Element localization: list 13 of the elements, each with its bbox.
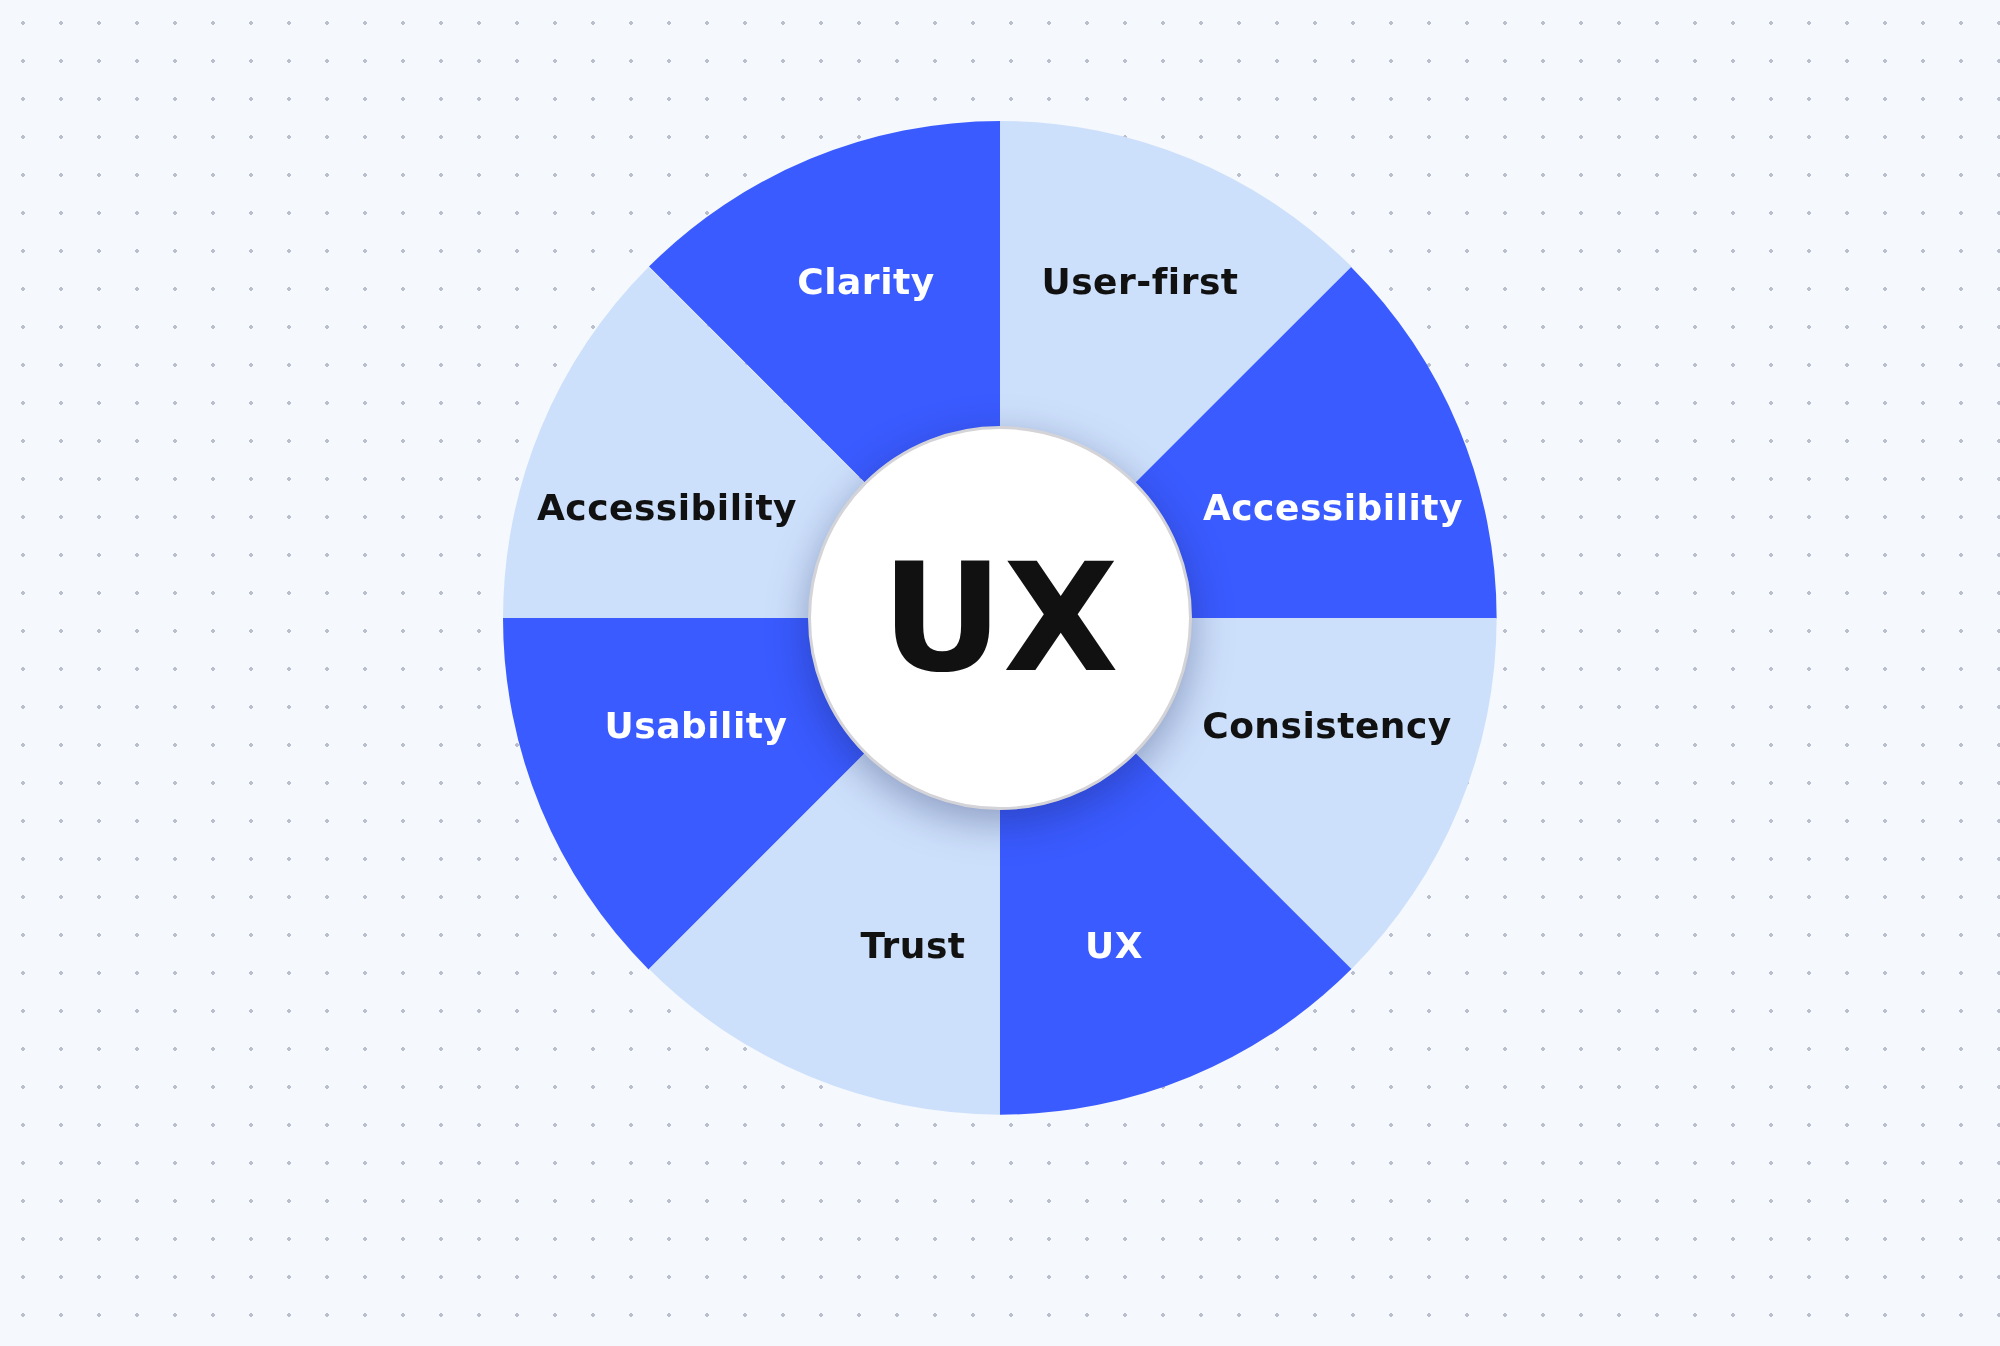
wheel-segment [648,121,1000,484]
segment-label: Trust [860,924,966,966]
segment-label: Clarity [797,260,935,302]
segment-label: User-first [1041,260,1239,302]
segment-label: Accessibility [536,486,798,528]
wheel-segment [1000,752,1352,1115]
segment-label: Usability [604,704,788,746]
wheel-segment [648,752,1000,1115]
center-label: UX [881,543,1119,693]
segment-label: Accessibility [1202,486,1464,528]
segment-label: Consistency [1202,704,1452,746]
segment-label: UX [1085,924,1143,966]
wheel-segment [1000,121,1352,484]
